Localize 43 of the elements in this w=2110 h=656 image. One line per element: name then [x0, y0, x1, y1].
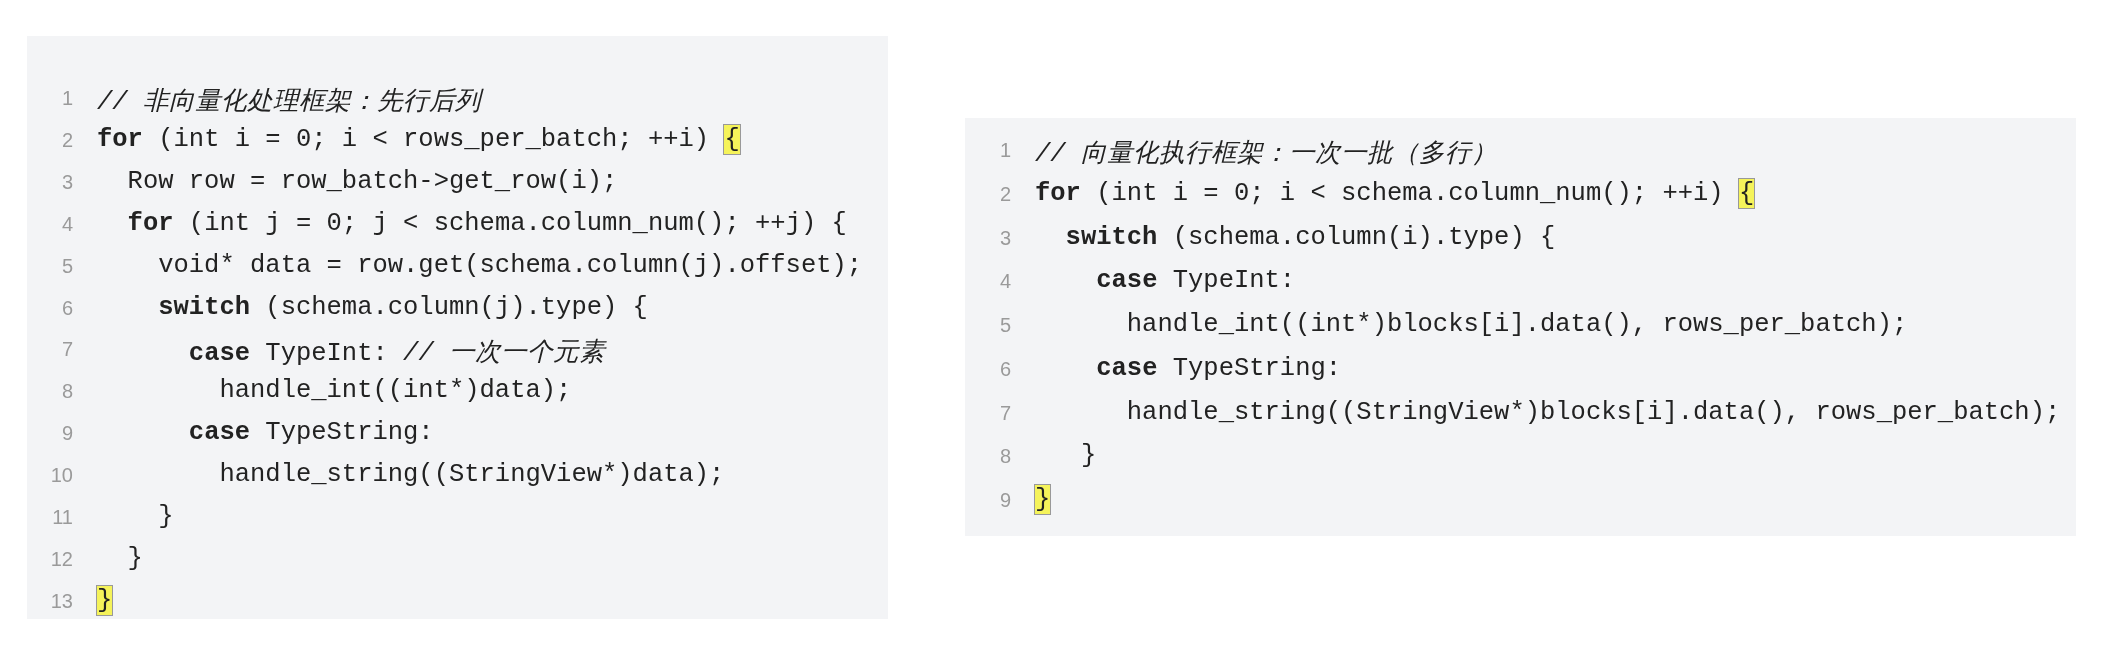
line-number: 9 [998, 489, 1011, 512]
code-line: for (int j = 0; j < schema.column_num(); ++j) { [126, 208, 847, 238]
line-number: 4 [998, 270, 1011, 294]
line-number: 5 [998, 314, 1011, 337]
line-number: 3 [998, 226, 1011, 250]
line-number: 7 [998, 401, 1011, 425]
line-number: 5 [60, 254, 73, 278]
code-line: } [1079, 441, 1097, 471]
line-number: 2 [998, 182, 1011, 206]
line-number: 6 [998, 357, 1011, 381]
line-number: 7 [60, 338, 73, 362]
code-panel [965, 118, 2076, 536]
code-line: for (int i = 0; i < rows_per_batch; ++i) { [97, 124, 740, 154]
code-line: void* data = row.get(schema.column(j).offset); [157, 250, 863, 280]
line-number: 4 [60, 212, 73, 236]
code-line: handle_int((int*)blocks[i].data(), rows_per_batch); [1125, 310, 1908, 339]
code-line: case TypeInt: [1095, 266, 1296, 296]
line-number: 13 [49, 589, 73, 613]
line-number: 9 [60, 422, 73, 446]
line-number: 8 [998, 445, 1011, 469]
line-number: 2 [60, 128, 73, 152]
line-number: 3 [60, 170, 73, 194]
code-line: case TypeString: [187, 418, 434, 448]
line-number: 11 [51, 506, 73, 529]
code-line: switch (schema.column(i).type) { [1064, 222, 1556, 252]
code-line: for (int i = 0; i < schema.column_num(); ++i) { [1035, 178, 1755, 208]
code-line: } [126, 543, 143, 573]
line-number: 1 [998, 139, 1011, 162]
code-line: Row row = row_batch->get_row(i); [126, 166, 618, 196]
code-line: handle_string((StringView*)data); [218, 460, 725, 490]
code-line: case TypeString: [1095, 353, 1342, 383]
code-line: handle_string((StringView*)blocks[i].data(), rows_per_batch); [1125, 397, 2061, 427]
code-line: handle_int((int*)data); [218, 376, 572, 406]
code-line: switch (schema.column(j).type) { [157, 292, 648, 322]
line-number: 12 [49, 547, 73, 571]
code-panel [27, 36, 888, 619]
line-number: 10 [49, 464, 73, 488]
code-line: } [157, 502, 174, 531]
line-number: 6 [60, 296, 73, 320]
line-number: 8 [60, 380, 73, 404]
line-number: 1 [60, 87, 73, 110]
code-line: // 向量化执行框架：一次一批（多行） [1035, 139, 1497, 170]
code-line: case TypeInt: // 一次一个元素 [187, 337, 605, 370]
